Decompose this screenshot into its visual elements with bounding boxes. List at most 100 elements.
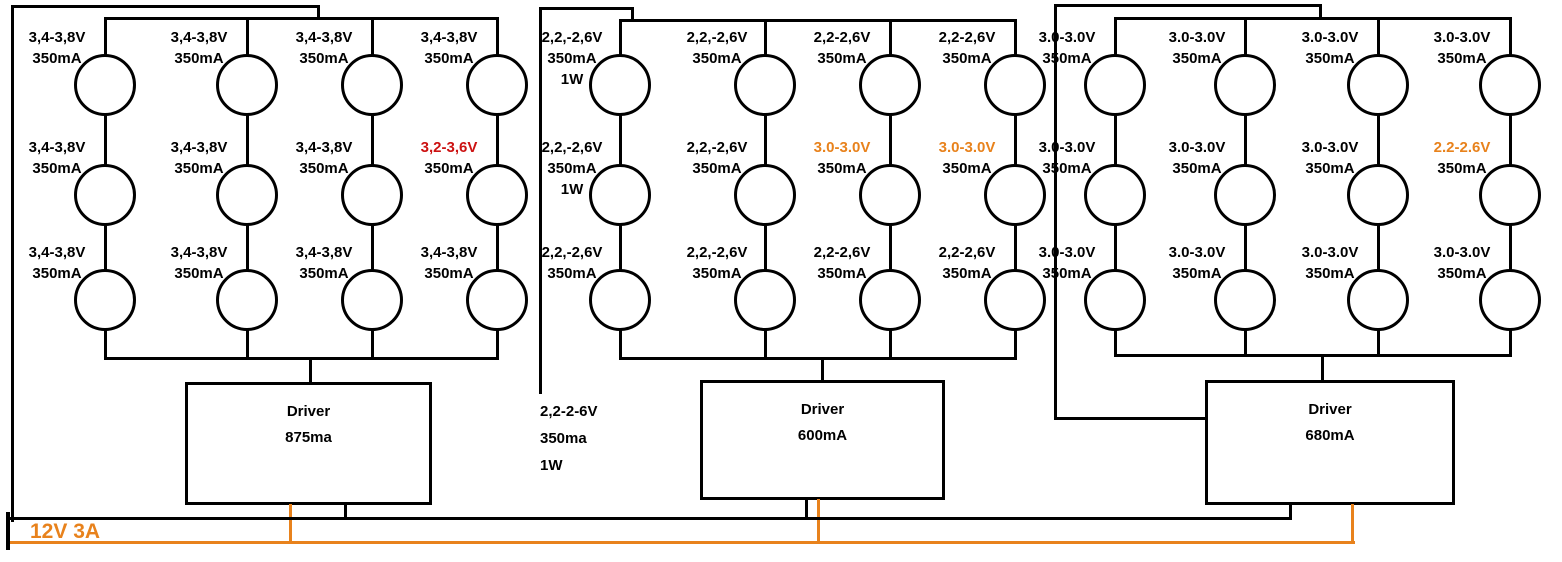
wire [104, 17, 499, 20]
wire [371, 225, 374, 271]
led-current: 350mA [547, 160, 597, 177]
led-current: 350mA [1437, 160, 1487, 177]
annotation-line-3: 1W [540, 457, 563, 474]
led-voltage: 2,2,-2,6V [686, 139, 748, 156]
led-voltage: 3,4-3,8V [28, 244, 86, 261]
led [341, 164, 403, 226]
wire [1509, 225, 1512, 271]
led-voltage: 3,4-3,8V [420, 29, 478, 46]
led-voltage: 3.0-3.0V [1301, 29, 1359, 46]
led-current: 350mA [817, 50, 867, 67]
wire [821, 357, 824, 382]
led-current: 350mA [942, 160, 992, 177]
led-current: 350mA [174, 265, 224, 282]
led [1479, 54, 1541, 116]
wire [619, 19, 622, 56]
wire [619, 330, 622, 360]
led-current: 350mA [32, 265, 82, 282]
led-label: 3.0-3.0V 350mA [1407, 242, 1517, 284]
wire [764, 225, 767, 271]
led-label: 3,4-3,8V 350mA [2, 242, 112, 284]
driver-title: Driver [286, 403, 331, 420]
wire [246, 225, 249, 271]
led [466, 269, 528, 331]
led [859, 164, 921, 226]
led [1084, 164, 1146, 226]
led [216, 269, 278, 331]
led-current: 350mA [692, 160, 742, 177]
led-voltage: 2,2-2,6V [938, 29, 996, 46]
wire [889, 330, 892, 360]
wire [1289, 504, 1292, 520]
wire [496, 330, 499, 360]
led-current: 350mA [299, 265, 349, 282]
led-voltage: 3,4-3,8V [28, 29, 86, 46]
driver-rating: 680mA [1305, 427, 1355, 444]
led [1347, 54, 1409, 116]
wire [496, 17, 499, 56]
led-voltage: 2,2,-2,6V [541, 29, 603, 46]
led [589, 164, 651, 226]
led [216, 54, 278, 116]
wire [317, 5, 320, 20]
wire [1114, 17, 1117, 56]
led [466, 54, 528, 116]
wire [11, 5, 14, 522]
led-current: 350mA [1437, 265, 1487, 282]
wire [1114, 330, 1117, 357]
led-current: 350mA [692, 50, 742, 67]
led [734, 164, 796, 226]
led [984, 54, 1046, 116]
led-voltage: 2,2-2,6V [813, 29, 871, 46]
led-current: 350mA [817, 265, 867, 282]
led-voltage: 3.0-3.0V [1433, 244, 1491, 261]
annotation-line-1: 2,2-2-6V [540, 403, 598, 420]
wire [1114, 115, 1117, 166]
wire [539, 7, 542, 394]
led [74, 164, 136, 226]
led-current: 350mA [424, 160, 474, 177]
led [74, 269, 136, 331]
led-current: 350mA [547, 50, 597, 67]
wire [764, 19, 767, 56]
led-current: 350mA [174, 160, 224, 177]
led-current: 350mA [942, 265, 992, 282]
led-voltage: 3.0-3.0V [938, 139, 996, 156]
led [1479, 164, 1541, 226]
wire [1244, 330, 1247, 357]
wire [496, 115, 499, 166]
driver2-spec-annotation: 2,2-2-6V 350ma 1W [540, 398, 598, 479]
led-current: 350mA [1305, 265, 1355, 282]
led-voltage: 3.0-3.0V [1168, 139, 1226, 156]
wire [309, 357, 312, 384]
led [1084, 269, 1146, 331]
wire [1014, 115, 1017, 166]
wire [1377, 330, 1380, 357]
wire [889, 225, 892, 271]
led [859, 269, 921, 331]
led-current: 350mA [942, 50, 992, 67]
led [1084, 54, 1146, 116]
wire [1377, 115, 1380, 166]
led [734, 54, 796, 116]
led [1347, 269, 1409, 331]
led [589, 54, 651, 116]
led [589, 269, 651, 331]
wire [1014, 19, 1017, 56]
wire [1509, 115, 1512, 166]
